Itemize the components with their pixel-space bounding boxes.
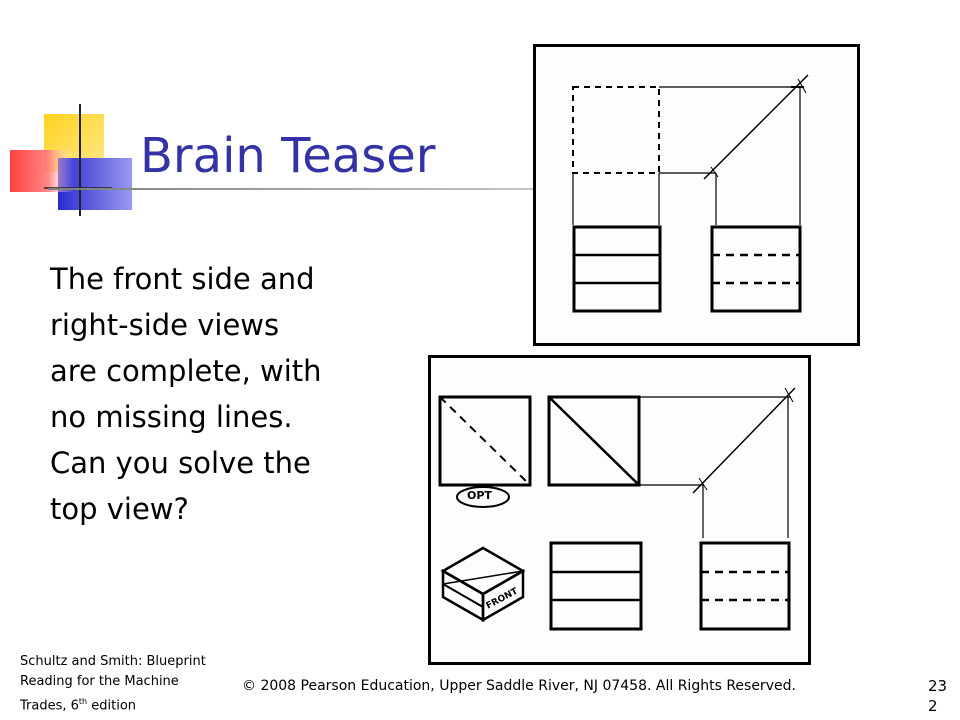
copyright-notice: © 2008 Pearson Education, Upper Saddle R… bbox=[242, 678, 796, 694]
citation-sup: th bbox=[78, 697, 88, 706]
title-underline bbox=[48, 188, 548, 190]
citation-prefix: Trades, 6 bbox=[20, 698, 79, 714]
body-line: are complete, with bbox=[50, 354, 322, 388]
opt-label: OPT bbox=[467, 489, 492, 502]
slide-number: 232 bbox=[928, 677, 948, 715]
citation-line: Reading for the Machine bbox=[20, 674, 179, 689]
citation-line: Schultz and Smith: Blueprint bbox=[20, 654, 206, 669]
citation-line: Trades, 6th edition bbox=[20, 692, 240, 716]
orthographic-drawing-icon bbox=[572, 74, 809, 313]
orthographic-solution-icon bbox=[438, 387, 796, 631]
drawing-top-figure bbox=[533, 44, 860, 346]
slide-title: Brain Teaser bbox=[140, 128, 436, 184]
citation-suffix: edition bbox=[87, 698, 137, 714]
drawing-solution-figure: OPT FRONT bbox=[428, 355, 811, 665]
decorative-squares-icon bbox=[10, 104, 132, 216]
body-line: Can you solve the bbox=[50, 446, 311, 480]
slide-body-text: The front side and right-side views are … bbox=[50, 256, 370, 532]
body-line: top view? bbox=[50, 492, 189, 526]
body-line: The front side and bbox=[50, 262, 315, 296]
body-line: no missing lines. bbox=[50, 400, 293, 434]
body-line: right-side views bbox=[50, 308, 280, 342]
title-decoration bbox=[0, 100, 140, 220]
citation-text: Schultz and Smith: Blueprint Reading for… bbox=[20, 652, 240, 716]
